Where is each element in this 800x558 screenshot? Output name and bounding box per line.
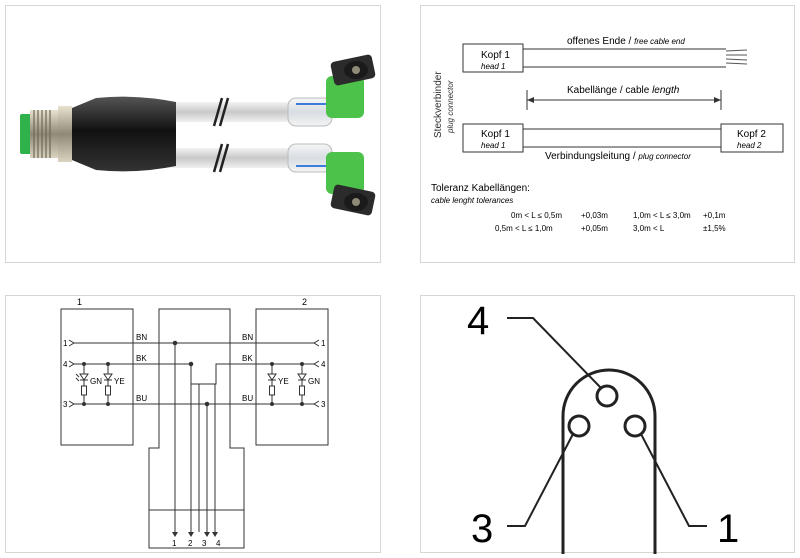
h1-led-gn: GN (90, 377, 102, 386)
wiring-panel: 1 2 1 4 3 BN BK BU GN YE (5, 295, 381, 553)
head2-box (720, 123, 784, 153)
h1-led-ye: YE (114, 377, 125, 386)
tol-range-2: 0,5m < L ≤ 1,0m (495, 224, 553, 233)
h1-pin3-label: 3 (63, 400, 68, 409)
head2-number: 2 (302, 297, 307, 307)
head1-box-top (462, 43, 524, 73)
side-label-en: plug connector (446, 80, 455, 134)
h2-wire-bu: BU (242, 394, 253, 403)
head1-en-bottom: head 1 (481, 141, 505, 150)
lower-angled-connector (287, 143, 376, 216)
h2-led-gn: GN (308, 377, 320, 386)
plug-connector-text: Verbindungsleitung / plug connector (545, 151, 691, 162)
lower-cable (166, 148, 292, 168)
pinout-panel: 4 3 1 (420, 295, 795, 554)
h2-pin3-label: 3 (321, 400, 326, 409)
h1-wire-bn: BN (136, 333, 147, 342)
head1-box-bottom (462, 123, 524, 153)
tolerance-title-en: cable lenght tolerances (431, 196, 513, 205)
cable-diagram: Steckverbinder plug connector Kopf 1 hea… (431, 36, 784, 233)
overmold-body (72, 96, 176, 172)
head2-label: Kopf 2 (737, 129, 766, 140)
head2-led-circuits (267, 362, 307, 406)
center-block (148, 308, 245, 549)
product-photo (20, 54, 376, 216)
pin1-label: 1 (717, 507, 739, 551)
cable-diagram-panel: Steckverbinder plug connector Kopf 1 hea… (420, 5, 795, 263)
head1-en-top: head 1 (481, 62, 505, 71)
upper-angled-connector (287, 54, 376, 127)
pin4-contact (595, 384, 619, 408)
product-photo-panel (5, 5, 381, 263)
h2-pin4-label: 4 (321, 360, 326, 369)
cable-break-marks (212, 97, 230, 173)
bottom-pin-arrows (172, 532, 218, 537)
h2-wire-bk: BK (242, 354, 253, 363)
tol-value-3: +0,1m (703, 211, 726, 220)
upper-cable (166, 102, 292, 122)
bottom-pin-4: 4 (216, 539, 221, 548)
bottom-pin-2: 2 (188, 539, 193, 548)
pin3-contact (567, 414, 591, 438)
side-label: Steckverbinder (433, 71, 444, 138)
tolerance-title: Toleranz Kabellängen: (431, 183, 530, 194)
head2-en: head 2 (737, 141, 762, 150)
open-end-text: offenes Ende / free cable end (567, 36, 685, 47)
tol-range-3: 1,0m < L ≤ 3,0m (633, 211, 691, 220)
wiring-schematic: 1 2 1 4 3 BN BK BU GN YE (60, 297, 329, 549)
tol-range-4: 3,0m < L (633, 224, 665, 233)
h2-pin1-label: 1 (321, 339, 326, 348)
h1-pin4-label: 4 (63, 360, 68, 369)
h1-wire-bk: BK (136, 354, 147, 363)
cable-length-text: Kabellänge / cable length (567, 85, 680, 96)
bottom-pin-1: 1 (172, 539, 177, 548)
head1-led-circuits (75, 362, 113, 406)
head1-label-bottom: Kopf 1 (481, 129, 510, 140)
pin4-label: 4 (467, 299, 489, 343)
bottom-wires (172, 340, 216, 532)
tol-value-2: +0,05m (581, 224, 608, 233)
h2-led-ye: YE (278, 377, 289, 386)
head1-box (60, 308, 134, 446)
h1-pin1-label: 1 (63, 339, 68, 348)
pin-leader-lines (507, 317, 707, 527)
pinout-diagram: 4 3 1 (467, 299, 739, 554)
connector-outline (561, 368, 657, 554)
tol-value-4: ±1,5% (703, 224, 726, 233)
open-cable-wire-ends (725, 49, 748, 65)
h1-wire-bu: BU (136, 394, 147, 403)
head2-box (255, 308, 329, 446)
tol-value-1: +0,03m (581, 211, 608, 220)
bottom-pin-3: 3 (202, 539, 207, 548)
head1-label-top: Kopf 1 (481, 50, 510, 61)
m12-male-connector (20, 106, 72, 162)
tol-range-1: 0m < L ≤ 0,5m (511, 211, 562, 220)
pin1-contact (623, 414, 647, 438)
head1-number: 1 (77, 297, 82, 307)
pin3-label: 3 (471, 507, 493, 551)
h2-wire-bn: BN (242, 333, 253, 342)
